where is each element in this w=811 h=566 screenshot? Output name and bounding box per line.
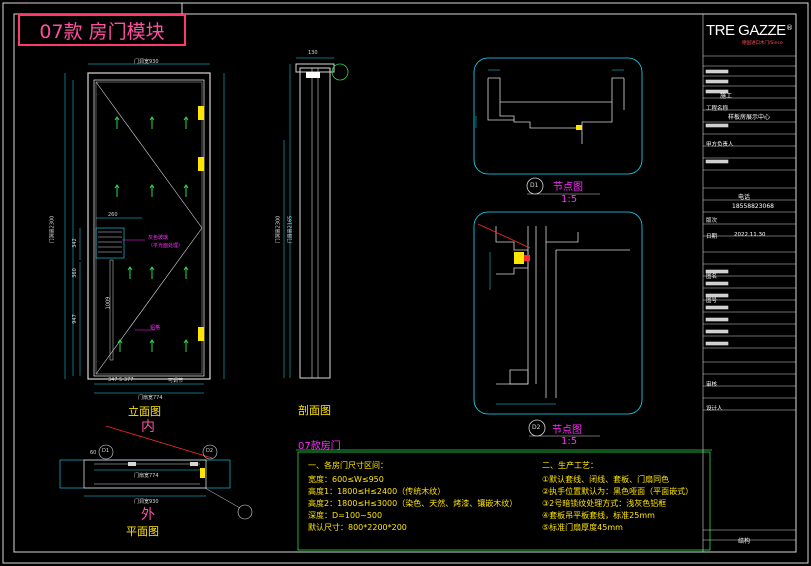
outside-label: 外 [141, 507, 155, 523]
node1-scale: 1:5 [561, 194, 578, 205]
dim-342: 342 [71, 238, 78, 248]
title-block-field [705, 69, 729, 74]
tb-phone-label: 电话 [738, 194, 751, 201]
title-block-field [705, 159, 729, 164]
drawing-title: 07款 房门模块 [18, 14, 186, 46]
tb-owner: 甲方负责人 [706, 142, 734, 148]
tb-ver: 版次 [706, 218, 718, 224]
spec-sec1-line: 高度2：1800≤H≤3000（染色、天然、烤漆、镶嵌木纹） [308, 499, 518, 508]
brand-logo: TRE GAZZE [706, 22, 786, 39]
plan-view [59, 425, 253, 520]
section-top-dim: 130 [308, 50, 318, 56]
dim-total-width: 门扇宽774 [138, 395, 163, 401]
title-block-field [705, 317, 729, 322]
brand-logo-reg: ® [786, 24, 793, 32]
tb-drafter: 设计人 [706, 406, 723, 412]
node2-scale: 1:5 [561, 436, 578, 447]
spec-box [296, 449, 712, 551]
spec-sec2-title: 二、生产工艺： [542, 461, 598, 470]
spec-sec2-line: ④套板吊平板套线，标准25mm [542, 511, 655, 520]
title-block-field [705, 123, 729, 128]
spec-sec1-line: 宽度：600≤W≤950 [308, 475, 384, 484]
title-block-field [705, 329, 729, 334]
dim-360: 360 [71, 268, 78, 278]
dim-frame: 可调节 [168, 378, 184, 384]
node1-marker: D1 [530, 182, 539, 189]
spec-sec1-title: 一、各房门尺寸区间： [308, 461, 388, 470]
inside-label: 内 [141, 419, 155, 435]
tb-last: 结构 [738, 538, 751, 545]
dim-sub-width: 347 5 377 [108, 377, 134, 383]
tb-draw-name: 图名 [706, 274, 718, 280]
plan-marker-d2: D2 [206, 448, 214, 454]
node-d2-detail [473, 211, 643, 437]
plan-marker-d1: D1 [102, 448, 110, 454]
section-height-2: 门扇高2165 [287, 215, 294, 244]
glass-note: 灰色玻璃 [148, 235, 169, 241]
dim-1009: 1009 [105, 296, 112, 310]
elevation-label: 立面图 [128, 405, 161, 418]
hinge-note: 铝格 [150, 325, 161, 331]
title-block-field [705, 293, 729, 298]
tb-draw-no: 图号 [706, 298, 718, 304]
section-label: 剖面图 [298, 404, 331, 417]
title-block [702, 13, 797, 553]
tb-project-label: 工程名称 [706, 106, 729, 112]
brand-tagline: 德国进口木门/Since [742, 41, 783, 46]
title-block-field [705, 281, 729, 286]
tb-date: 2022.11.30 [734, 232, 766, 238]
dim-947: 947 [71, 314, 78, 324]
spec-sec1-line: 高度1：1800≤H≤2400（传统木纹） [308, 487, 446, 496]
node1-label: 节点图 [553, 182, 583, 193]
spec-heading: 07款房门 [298, 441, 341, 452]
glass-note-2: （平光面处理） [148, 243, 184, 249]
spec-content: 一、各房门尺寸区间： 宽度：600≤W≤950 高度1：1800≤H≤2400（… [300, 452, 710, 552]
spec-sec2-line: ⑤标准门扇厚度45mm [542, 523, 623, 532]
title-block-field [705, 89, 729, 94]
node2-marker: D2 [532, 424, 541, 431]
dim-opening-width: 门洞宽930 [134, 59, 159, 65]
section-height-1: 门洞高2300 [275, 215, 282, 244]
plan-opening-dim: 门洞宽930 [134, 499, 159, 505]
spec-sec1-line: 默认尺寸：800*2200*200 [308, 523, 407, 532]
plan-label: 平面图 [126, 525, 159, 538]
tb-date-label: 日期 [706, 234, 718, 240]
tb-project: 施工 [720, 93, 733, 100]
dim-opening-height: 门洞高2300 [49, 215, 56, 244]
tb-designer: 样板房展示中心 [728, 114, 771, 121]
plan-leaf-dim: 门扇宽774 [134, 473, 159, 479]
tb-checker: 审核 [706, 382, 718, 388]
spec-sec2-line: ②执手位置默认为：黑色哑面（平面嵌式） [542, 487, 694, 496]
spec-sec1-line: 深度：D=100~500 [308, 511, 383, 520]
dim-handle: 260 [108, 212, 118, 218]
title-block-field [705, 305, 729, 310]
node2-label: 节点图 [552, 425, 582, 436]
section-view [283, 57, 349, 379]
title-block-field [705, 341, 729, 346]
plan-frame-dim: 60 [90, 450, 97, 456]
spec-sec2-line: ③2号暗锁纹处理方式：浅灰色铝框 [542, 499, 667, 508]
title-block-field [705, 79, 729, 84]
title-block-field [705, 269, 729, 274]
node-d1-detail [473, 57, 643, 195]
elevation-view [64, 63, 225, 394]
tb-phone: 18558823068 [732, 203, 774, 210]
spec-sec2-line: ①默认套线、闭线、套板、门扇同色 [542, 475, 670, 484]
